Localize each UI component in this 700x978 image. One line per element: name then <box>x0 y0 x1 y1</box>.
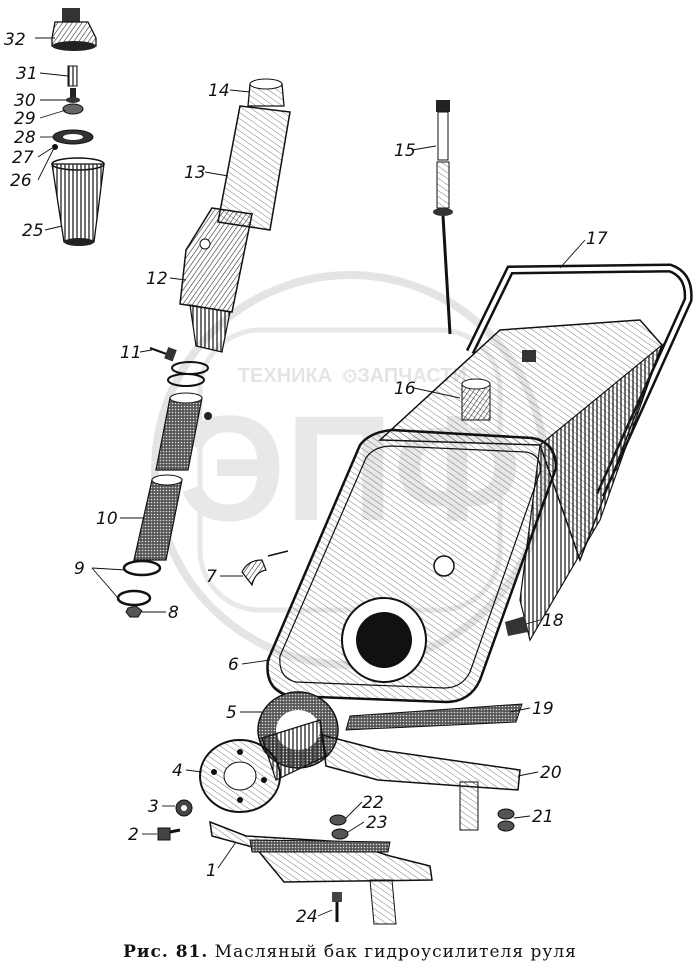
callout-15: 15 <box>394 141 416 161</box>
part-7-elbow <box>241 550 289 587</box>
part-4-flange-pipe <box>199 719 327 813</box>
part-2-bolt <box>157 827 181 841</box>
callout-7: 7 <box>206 567 217 587</box>
callout-14: 14 <box>208 81 230 101</box>
callout-28: 28 <box>14 128 36 148</box>
callout-6: 6 <box>228 655 239 675</box>
oil-tank <box>266 319 664 704</box>
callout-9: 9 <box>74 559 85 579</box>
callout-21: 21 <box>532 807 554 827</box>
callout-25: 25 <box>22 221 44 241</box>
callout-3: 3 <box>148 797 159 817</box>
callout-5: 5 <box>226 703 237 723</box>
part-8-nut <box>125 605 143 618</box>
callout-16: 16 <box>394 379 416 399</box>
watermark-right-text: ЗАПЧАСТИ <box>357 365 467 387</box>
part-20-bracket <box>321 733 521 831</box>
parts-12-14-filler-neck <box>179 78 291 353</box>
part-15-dipstick <box>433 100 453 335</box>
callout-8: 8 <box>168 603 179 623</box>
part-22-23-nuts <box>329 814 349 840</box>
callout-19: 19 <box>532 699 554 719</box>
callout-17: 17 <box>586 229 608 249</box>
part-10-hoses <box>116 361 212 607</box>
callout-11: 11 <box>120 343 142 363</box>
watermark-left-text: ТЕХНИКА <box>238 365 332 387</box>
callout-24: 24 <box>296 907 318 927</box>
callout-22: 22 <box>362 793 384 813</box>
part-1-lower-bracket <box>209 820 433 925</box>
parts-26-31-fasteners <box>52 65 94 150</box>
part-11-bolt <box>149 346 177 362</box>
callout-23: 23 <box>366 813 388 833</box>
figure-caption: Рис. 81. Масляный бак гидроусилителя рул… <box>0 942 700 962</box>
callout-2: 2 <box>128 825 139 845</box>
part-25-filter <box>51 157 105 246</box>
callout-30: 30 <box>14 91 36 111</box>
caption-text: Масляный бак гидроусилителя руля <box>214 942 577 962</box>
callout-labels: 32 31 30 29 28 27 26 25 14 13 12 11 10 9… <box>4 30 608 927</box>
callout-27: 27 <box>12 148 34 168</box>
callout-1: 1 <box>206 861 217 881</box>
part-24-bolt <box>332 892 342 922</box>
callout-12: 12 <box>146 269 168 289</box>
part-19-pad <box>345 703 523 731</box>
leader-lines <box>35 37 586 917</box>
part-21-nuts <box>497 808 515 832</box>
callout-18: 18 <box>542 611 564 631</box>
part-3-nut <box>175 799 193 817</box>
callout-13: 13 <box>184 163 206 183</box>
callout-26: 26 <box>10 171 32 191</box>
callout-4: 4 <box>172 761 183 781</box>
watermark-gear-icon: ⚙ <box>341 364 359 388</box>
part-18-bracket-tab <box>505 616 528 636</box>
caption-prefix: Рис. 81. <box>123 942 209 962</box>
callout-31: 31 <box>16 64 38 84</box>
part-17-strap <box>465 263 693 497</box>
callout-20: 20 <box>540 763 562 783</box>
callout-29: 29 <box>14 109 36 129</box>
part-32-cap <box>51 8 97 51</box>
callout-32: 32 <box>4 30 26 50</box>
callout-10: 10 <box>96 509 118 529</box>
